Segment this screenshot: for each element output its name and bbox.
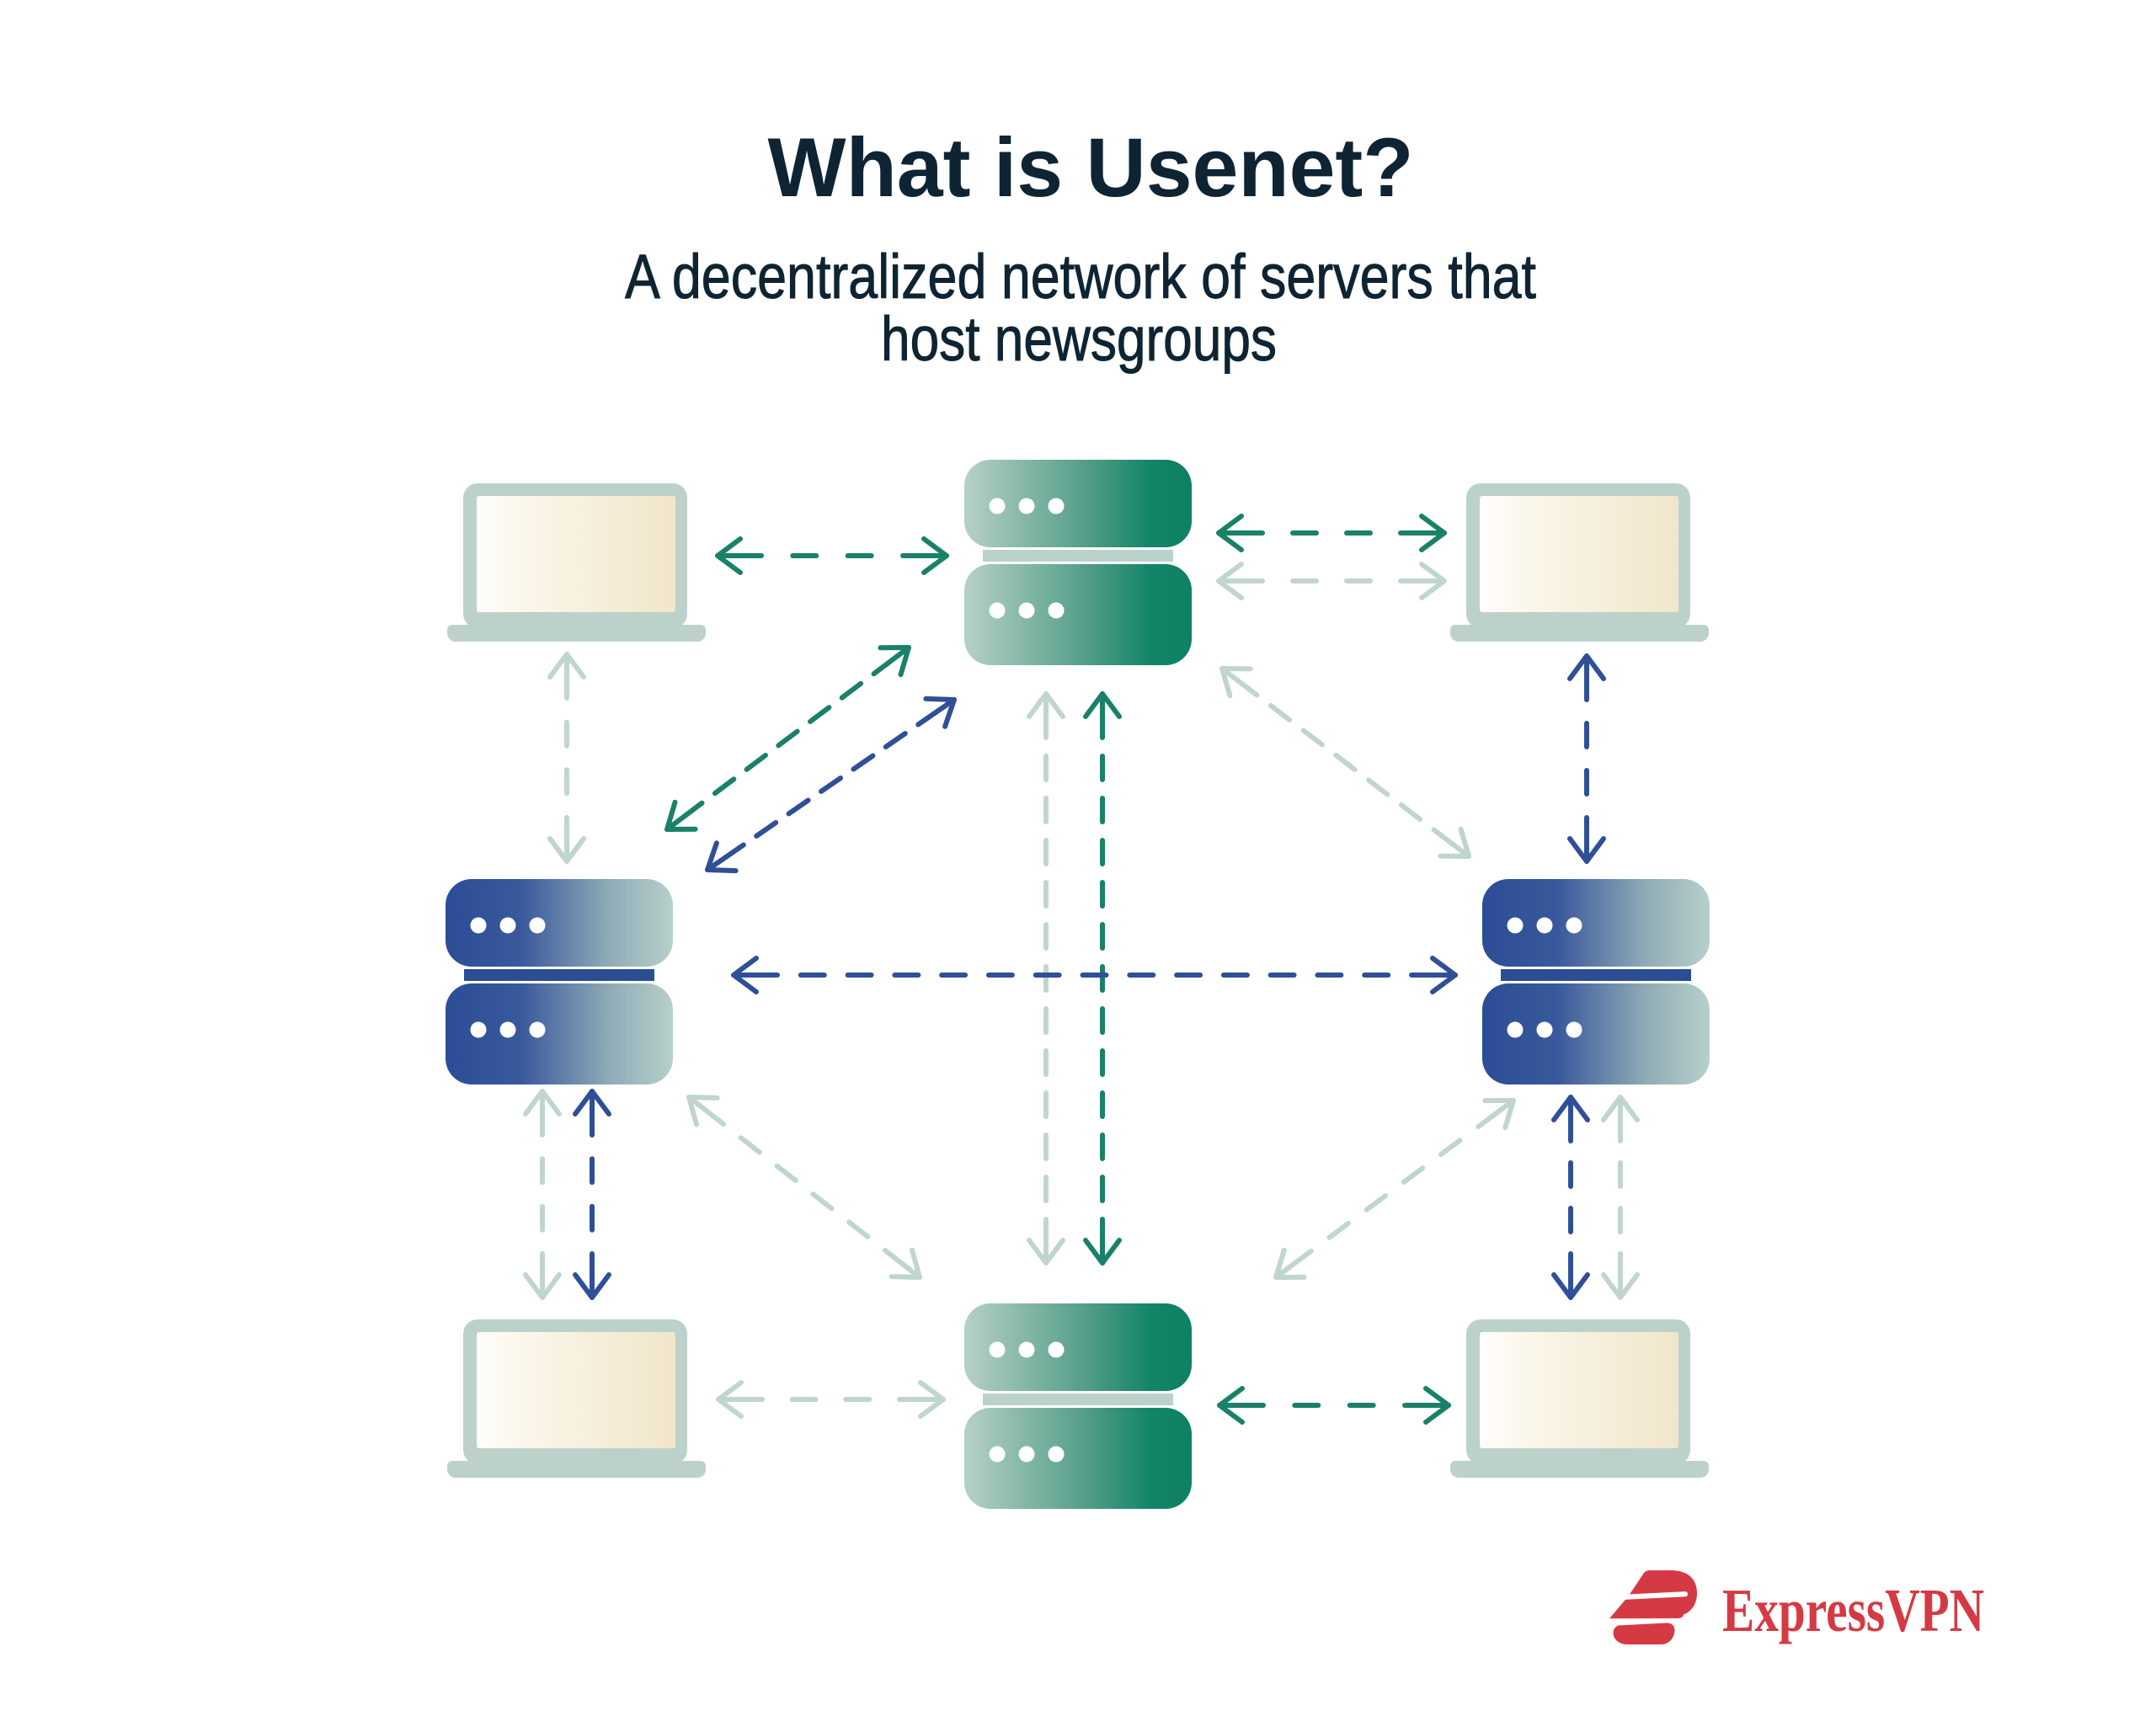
svg-text:host newsgroups: host newsgroups <box>881 304 1277 374</box>
svg-text:What is Usenet?: What is Usenet? <box>768 120 1414 214</box>
svg-text:ExpressVPN: ExpressVPN <box>1722 1576 1984 1644</box>
svg-text:A decentralized network of ser: A decentralized network of servers that <box>625 242 1536 312</box>
